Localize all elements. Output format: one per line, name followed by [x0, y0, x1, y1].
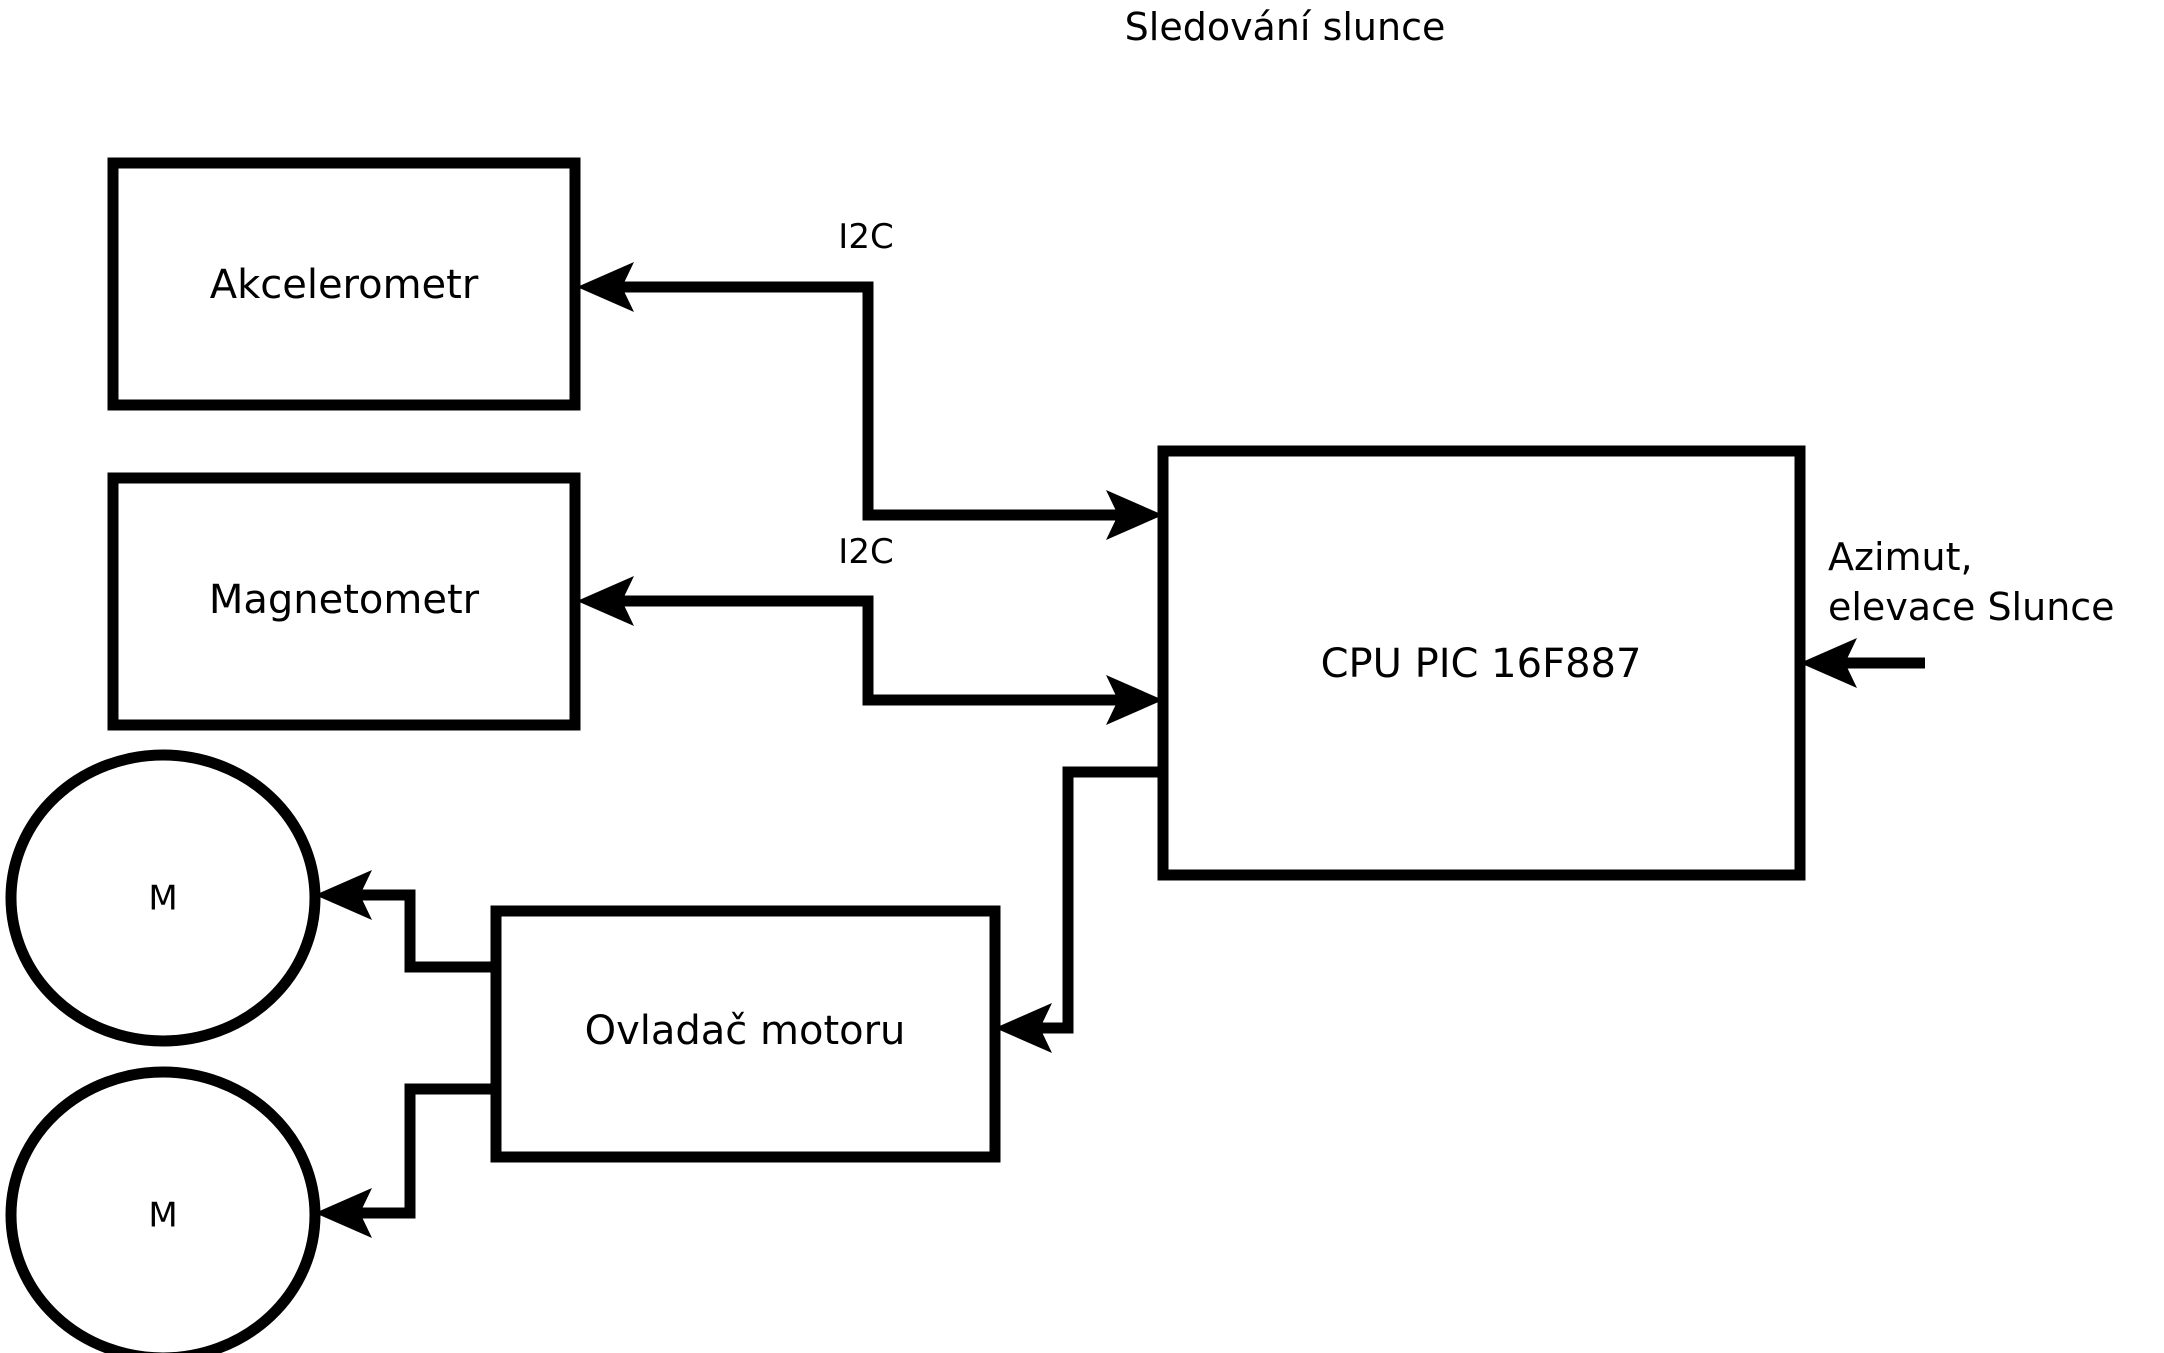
arrowhead-to-motor-1 — [315, 870, 372, 920]
accelerometer-bus-label: I2C — [838, 217, 893, 257]
edge-motor-driver-to-motor-1 — [315, 870, 496, 973]
motor-driver-control-line — [1032, 766, 1163, 1034]
motor-1-drive-line — [352, 889, 496, 973]
node-motor-driver[interactable]: Ovladač motoru — [490, 905, 1001, 1163]
accelerometer-box[interactable] — [107, 157, 581, 411]
cpu-label: CPU PIC 16F887 — [1321, 641, 1642, 687]
node-motor-2[interactable]: M — [5, 1066, 321, 1353]
magnetometer-box[interactable] — [107, 472, 581, 731]
motor-1-label: M — [148, 879, 177, 919]
accelerometer-bus-line — [612, 281, 1125, 521]
edge-sun-input-to-cpu: Azimut, elevace Slunce — [1800, 535, 2115, 688]
motor-driver-label: Ovladač motoru — [585, 1008, 906, 1054]
arrowhead-to-motor-2 — [315, 1188, 372, 1238]
motor-2-circle[interactable] — [5, 1066, 321, 1353]
arrowhead-to-cpu-from-accelerometer — [1106, 490, 1163, 540]
arrowhead-to-motor-driver — [995, 1003, 1052, 1053]
node-magnetometer[interactable]: Magnetometr — [107, 472, 581, 731]
node-motor-1[interactable]: M — [5, 749, 321, 1047]
arrowhead-to-cpu-from-magnetometer — [1106, 675, 1163, 725]
edge-cpu-to-magnetometer: I2C — [577, 532, 1163, 725]
sun-input-label-line-1: Azimut, — [1828, 535, 1973, 579]
arrowhead-to-magnetometer — [577, 576, 634, 626]
edge-cpu-to-accelerometer: I2C — [577, 217, 1163, 540]
arrowhead-to-accelerometer — [577, 262, 634, 312]
page-title: Sledování slunce — [1125, 5, 1446, 49]
accelerometer-label: Akcelerometr — [210, 262, 479, 308]
motor-2-drive-line — [352, 1083, 496, 1219]
arrowhead-to-cpu-from-sun — [1800, 638, 1857, 688]
motor-2-label: M — [148, 1196, 177, 1236]
magnetometer-bus-label: I2C — [838, 532, 893, 572]
motor-1-circle[interactable] — [5, 749, 321, 1047]
magnetometer-bus-line — [612, 595, 1125, 706]
cpu-box[interactable] — [1157, 445, 1806, 881]
node-cpu[interactable]: CPU PIC 16F887 — [1157, 445, 1806, 881]
motor-driver-box[interactable] — [490, 905, 1001, 1163]
edge-cpu-to-motor-driver — [995, 766, 1163, 1053]
magnetometer-label: Magnetometr — [209, 577, 480, 623]
sun-input-label-line-2: elevace Slunce — [1828, 585, 2115, 629]
node-accelerometer[interactable]: Akcelerometr — [107, 157, 581, 411]
edge-motor-driver-to-motor-2 — [315, 1083, 496, 1238]
